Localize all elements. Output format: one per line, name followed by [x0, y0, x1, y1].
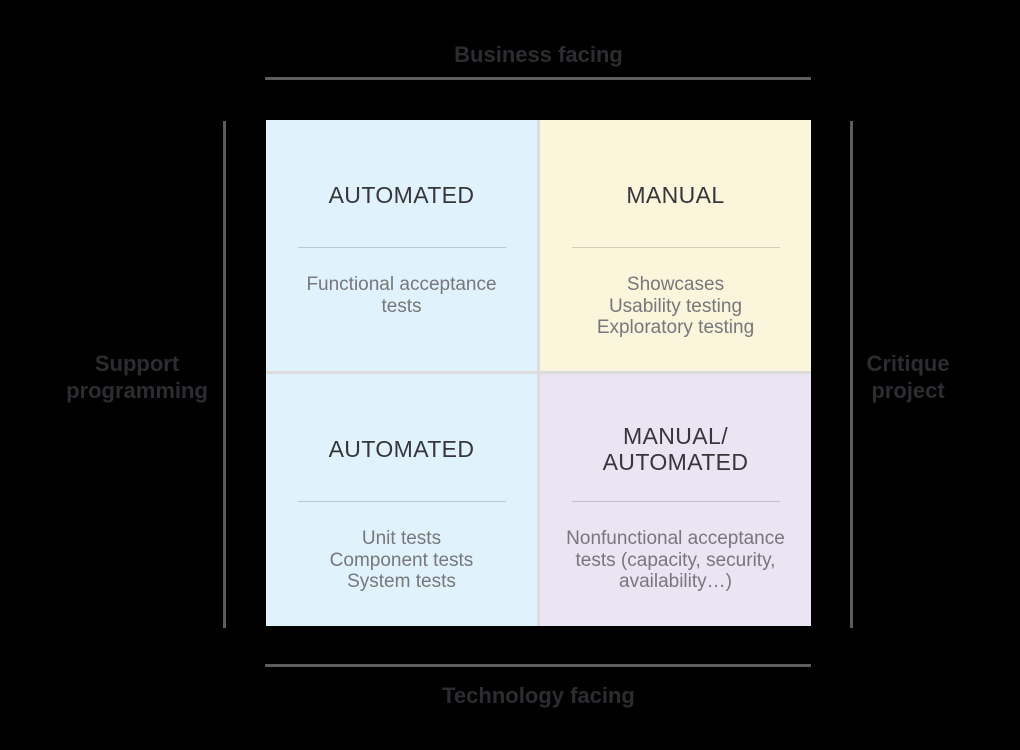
- quadrant-technology-critique-manual-automated: MANUAL/ AUTOMATED Nonfunctional acceptan…: [540, 374, 811, 626]
- quadrant-item-list: Functional acceptance tests: [294, 274, 509, 317]
- left-axis-line: [223, 121, 226, 628]
- quadrant-grid: AUTOMATED Functional acceptance tests MA…: [266, 120, 811, 626]
- quadrant-item: Functional acceptance tests: [306, 274, 497, 317]
- quadrant-title: MANUAL: [626, 182, 725, 208]
- quadrant-title: MANUAL/ AUTOMATED: [602, 423, 749, 475]
- quadrant-item: Showcases: [626, 274, 725, 295]
- axis-label-business-facing: Business facing: [454, 42, 623, 67]
- axis-label-technology-facing: Technology facing: [442, 683, 635, 708]
- axis-label-critique-project: Critique project: [866, 351, 950, 403]
- quadrant-item: Component tests: [329, 549, 474, 571]
- quadrant-item: Exploratory testing: [596, 317, 755, 338]
- quadrant-item: Nonfunctional acceptance tests (capacity…: [566, 528, 785, 592]
- bottom-axis-line: [265, 664, 811, 667]
- quadrant-item: Unit tests: [361, 528, 442, 549]
- top-axis-line: [265, 77, 811, 80]
- quadrant-title: AUTOMATED: [328, 436, 475, 462]
- quadrant-title: AUTOMATED: [328, 182, 475, 208]
- quadrant-item: System tests: [347, 571, 456, 592]
- quadrant-business-support-automated: AUTOMATED Functional acceptance tests: [266, 120, 537, 371]
- quadrant-divider: [297, 247, 506, 248]
- quadrant-divider: [297, 501, 506, 502]
- axis-label-support-programming: Support programming: [66, 351, 208, 403]
- quadrant-item-list: Nonfunctional acceptance tests (capacity…: [551, 528, 801, 593]
- quadrant-divider: [571, 247, 780, 248]
- quadrant-divider: [571, 501, 780, 502]
- quadrant-item: Usability testing: [608, 295, 743, 317]
- right-axis-line: [850, 121, 853, 628]
